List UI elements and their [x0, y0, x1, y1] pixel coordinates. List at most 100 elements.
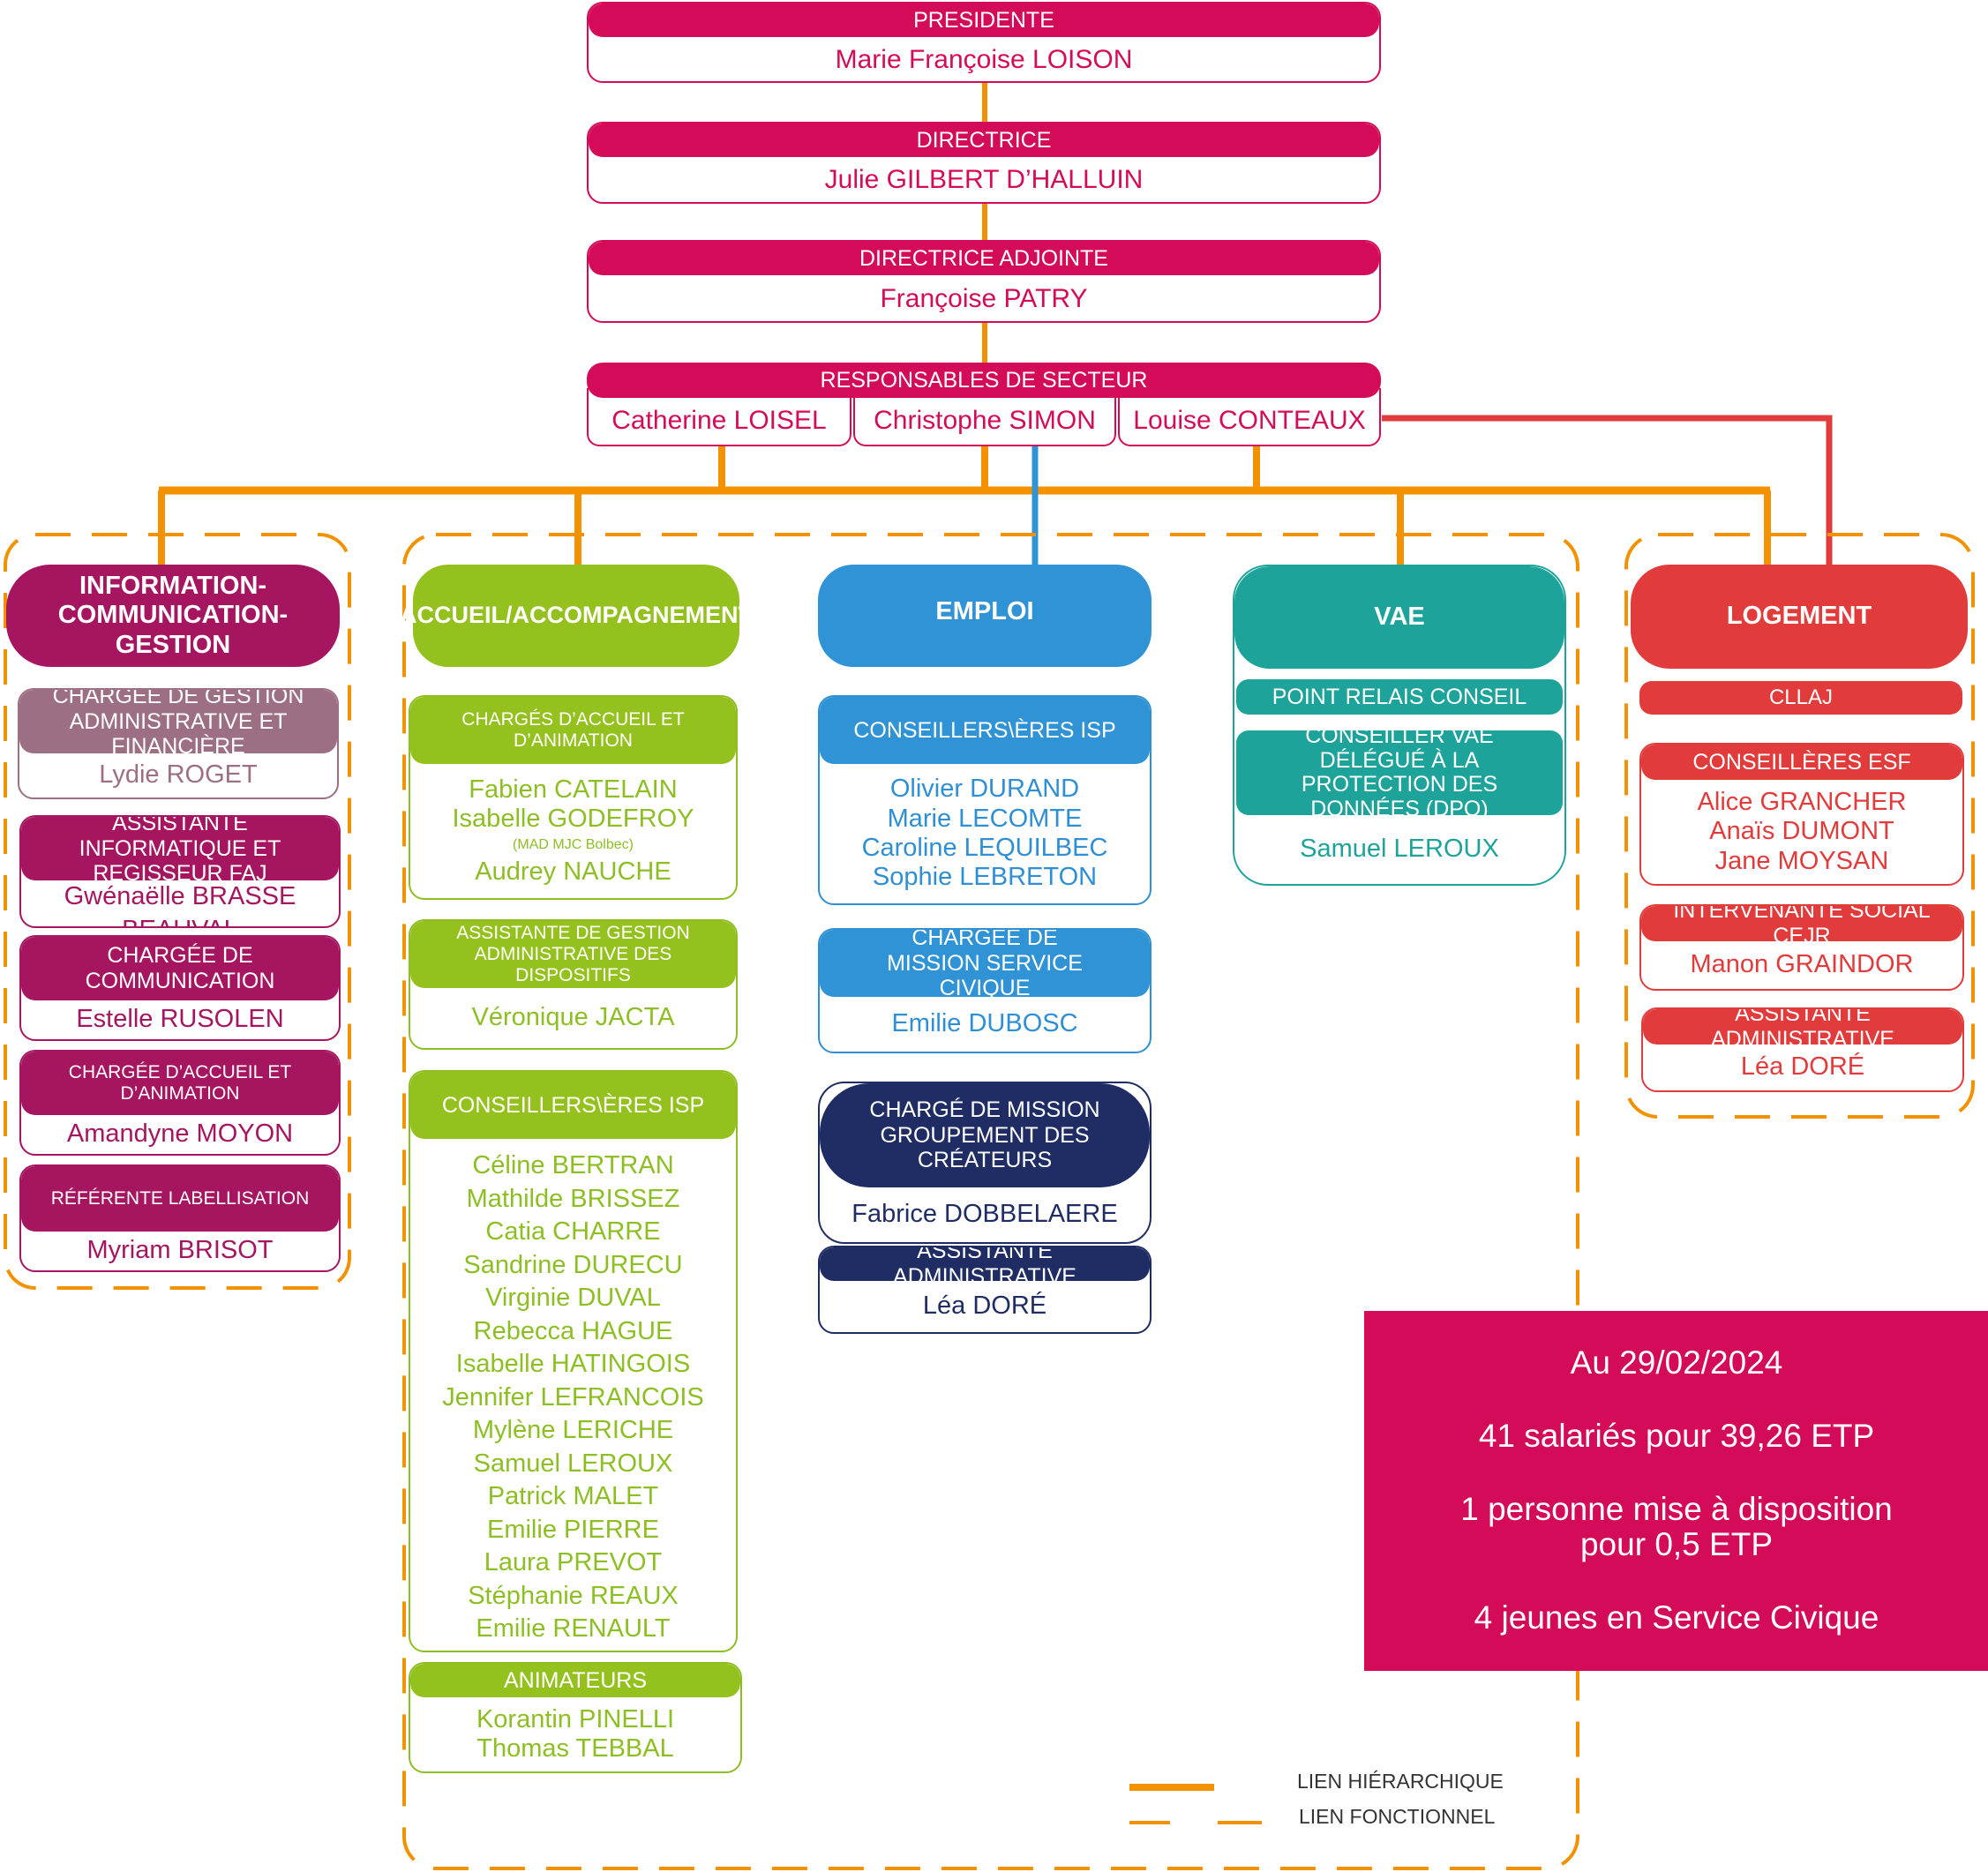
adjointe-card: DIRECTRICE ADJOINTE Françoise PATRY	[587, 240, 1381, 323]
accueil-card-animateurs-title: ANIMATEURS	[410, 1664, 740, 1697]
person-name: Rebecca HAGUE	[473, 1316, 673, 1345]
accueil-card-charges-title: CHARGÉS D’ACCUEIL ET D’ANIMATION	[410, 697, 736, 764]
pole-accueil-header: ACCUEIL/ACCOMPAGNEMENT	[400, 565, 753, 667]
info-card-informatique-title: ASSISTANTE INFORMATIQUE ET REGISSEUR FAJ	[21, 817, 339, 886]
secteur-name-2: Christophe SIMON	[853, 388, 1116, 446]
vae-dpo-title: CONSEILLER VAE DÉLÉGUÉ À LA PROTECTION D…	[1236, 723, 1563, 820]
logement-card-esf-body: Alice GRANCHER Anaïs DUMONT Jane MOYSAN	[1698, 780, 1907, 884]
person-name: Olivier DURAND	[889, 775, 1080, 804]
directrice-title: DIRECTRICE	[589, 124, 1379, 157]
person-name: Mathilde BRISSEZ	[466, 1184, 680, 1213]
secteur-header: RESPONSABLES DE SECTEUR	[587, 363, 1381, 398]
emploi-card-createurs: CHARGÉ DE MISSION GROUPEMENT DES CRÉATEU…	[818, 1082, 1152, 1244]
info-card-labellisation-title: RÉFÉRENTE LABELLISATION	[21, 1166, 339, 1232]
person-name: Audrey NAUCHE	[475, 857, 671, 886]
person-name: Sandrine DURECU	[463, 1250, 683, 1279]
president-title: PRESIDENTE	[589, 4, 1379, 37]
person-name: Alice GRANCHER	[1697, 787, 1907, 816]
mad-note: (MAD MJC Bolbec)	[513, 837, 634, 853]
logement-card-esf-title: CONSEILLÈRES ESF	[1641, 745, 1962, 780]
vae-relais: POINT RELAIS CONSEIL	[1236, 679, 1563, 715]
accueil-card-charges-body: Fabien CATELAIN Isabelle GODEFROY (MAD M…	[453, 764, 694, 898]
person-name: Caroline LEQUILBEC	[861, 834, 1108, 862]
person-name: Marie LECOMTE	[887, 804, 1083, 833]
person-name: Mylène LERICHE	[472, 1416, 674, 1444]
accueil-card-animateurs-body: Korantin PINELLI Thomas TEBBAL	[476, 1697, 674, 1771]
person-name: Korantin PINELLI	[476, 1704, 675, 1733]
person-name: Laura PREVOT	[484, 1548, 663, 1576]
directrice-card: DIRECTRICE Julie GILBERT D’HALLUIN	[587, 122, 1381, 204]
emploi-card-isp: CONSEILLERS\ÈRES ISP Olivier DURAND Mari…	[818, 695, 1152, 905]
emploi-card-assistante-title: ASSISTANTE ADMINISTRATIVE	[820, 1247, 1150, 1289]
summary-civique: 4 jeunes en Service Civique	[1474, 1599, 1879, 1636]
person-name: Catia CHARRE	[485, 1217, 661, 1246]
person-name: Fabien CATELAIN	[469, 775, 678, 804]
info-card-informatique: ASSISTANTE INFORMATIQUE ET REGISSEUR FAJ…	[19, 815, 341, 928]
person-name: Patrick MALET	[487, 1482, 659, 1510]
info-card-communication-name: Estelle RUSOLEN	[76, 1005, 284, 1034]
logement-cllaj: CLLAJ	[1639, 681, 1962, 715]
person-name: Samuel LEROUX	[473, 1449, 673, 1478]
person-name: Isabelle GODEFROY	[452, 805, 694, 834]
emploi-card-civique-name: Emilie DUBOSC	[891, 1009, 1078, 1038]
info-card-gestion: CHARGÉE DE GESTION ADMINISTRATIVE ET FIN…	[18, 688, 339, 799]
person-name: Emilie PIERRE	[486, 1515, 659, 1544]
accueil-card-isp-title: CONSEILLERS\ÈRES ISP	[410, 1072, 736, 1139]
info-card-accueil-name: Amandyne MOYON	[66, 1119, 294, 1149]
pole-emploi-header: EMPLOI	[818, 565, 1152, 667]
pole-info-header: INFORMATION-COMMUNICATION-GESTION	[6, 565, 340, 667]
logement-card-cejr: INTERVENANTE SOCIAL CEJR Manon GRAINDOR	[1639, 904, 1964, 991]
accueil-card-isp-list: Céline BERTRAN Mathilde BRISSEZ Catia CHAR…	[442, 1139, 704, 1651]
pole-vae-card: VAE POINT RELAIS CONSEIL CONSEILLER VAE …	[1233, 565, 1566, 886]
info-card-accueil: CHARGÉE D’ACCUEIL ET D’ANIMATION Amandyn…	[19, 1050, 341, 1156]
person-name: Céline BERTRAN	[472, 1151, 674, 1179]
summary-box: Au 29/02/2024 41 salariés pour 39,26 ETP…	[1364, 1311, 1988, 1671]
accueil-card-assistante-title: ASSISTANTE DE GESTION ADMINISTRATIVE DES…	[410, 921, 736, 988]
person-name: Isabelle HATINGOIS	[455, 1350, 691, 1378]
secteur-name-1: Catherine LOISEL	[587, 388, 851, 446]
info-card-labellisation-name: Myriam BRISOT	[86, 1236, 274, 1265]
info-card-informatique-name: Gwénaëlle BRASSE BEAUVAL	[64, 882, 296, 926]
summary-mad-line1: 1 personne mise à disposition	[1460, 1490, 1893, 1527]
summary-salaries: 41 salariés pour 39,26 ETP	[1478, 1417, 1875, 1454]
legend-fonctionnel: LIEN FONCTIONNEL	[1299, 1805, 1496, 1828]
president-name: Marie Françoise LOISON	[835, 44, 1133, 74]
person-name: Sophie LEBRETON	[872, 863, 1098, 892]
pole-logement-header: LOGEMENT	[1631, 565, 1968, 669]
emploi-card-assistante-name: Léa DORÉ	[922, 1292, 1047, 1321]
accueil-card-charges: CHARGÉS D’ACCUEIL ET D’ANIMATION Fabien …	[409, 695, 738, 900]
logement-card-cejr-title: INTERVENANTE SOCIAL CEJR	[1641, 906, 1962, 948]
accueil-card-animateurs: ANIMATEURS Korantin PINELLI Thomas TEBBA…	[409, 1662, 742, 1773]
person-name: Thomas TEBBAL	[476, 1734, 674, 1763]
person-name: Jennifer LEFRANCOIS	[442, 1382, 704, 1411]
info-card-gestion-name: Lydie ROGET	[99, 760, 258, 790]
summary-date: Au 29/02/2024	[1570, 1344, 1783, 1382]
person-name: Virginie DUVAL	[485, 1284, 661, 1312]
person-name: Emilie RENAULT	[476, 1614, 671, 1643]
accueil-card-isp: CONSEILLERS\ÈRES ISP Céline BERTRAN Mathi…	[409, 1070, 738, 1652]
secteur-name-3: Louise CONTEAUX	[1118, 388, 1381, 446]
logement-card-cejr-name: Manon GRAINDOR	[1690, 950, 1914, 979]
president-card: PRESIDENTE Marie Françoise LOISON	[587, 2, 1381, 83]
adjointe-name: Françoise PATRY	[880, 283, 1088, 313]
info-card-gestion-title: CHARGÉE DE GESTION ADMINISTRATIVE ET FIN…	[19, 690, 337, 759]
pole-vae-header: VAE	[1234, 566, 1564, 669]
logement-card-assistante: ASSISTANTE ADMINISTRATIVE Léa DORÉ	[1641, 1007, 1964, 1092]
summary-mad-line2: pour 0,5 ETP	[1579, 1526, 1773, 1563]
person-name: Anaïs DUMONT	[1709, 817, 1894, 846]
emploi-card-createurs-title: CHARGÉ DE MISSION GROUPEMENT DES CRÉATEU…	[820, 1083, 1150, 1187]
info-card-labellisation: RÉFÉRENTE LABELLISATION Myriam BRISOT	[19, 1164, 341, 1272]
emploi-card-createurs-name: Fabrice DOBBELAERE	[851, 1200, 1118, 1229]
emploi-card-assistante: ASSISTANTE ADMINISTRATIVE Léa DORÉ	[818, 1246, 1152, 1334]
info-card-communication-title: CHARGÉE DE COMMUNICATION	[21, 937, 339, 1000]
person-name: Stéphanie REAUX	[468, 1581, 679, 1610]
info-card-communication: CHARGÉE DE COMMUNICATION Estelle RUSOLEN	[19, 935, 341, 1041]
emploi-card-civique-title: CHARGÉE DE MISSION SERVICE CIVIQUE	[820, 930, 1150, 1000]
emploi-card-isp-body: Olivier DURAND Marie LECOMTE Caroline LE…	[862, 764, 1108, 903]
adjointe-title: DIRECTRICE ADJOINTE	[589, 242, 1379, 275]
accueil-card-assistante: ASSISTANTE DE GESTION ADMINISTRATIVE DES…	[409, 919, 738, 1050]
vae-dpo-name: Samuel LEROUX	[1300, 835, 1499, 864]
logement-card-assistante-title: ASSISTANTE ADMINISTRATIVE	[1643, 1009, 1962, 1052]
logement-card-assistante-name: Léa DORÉ	[1740, 1052, 1865, 1082]
